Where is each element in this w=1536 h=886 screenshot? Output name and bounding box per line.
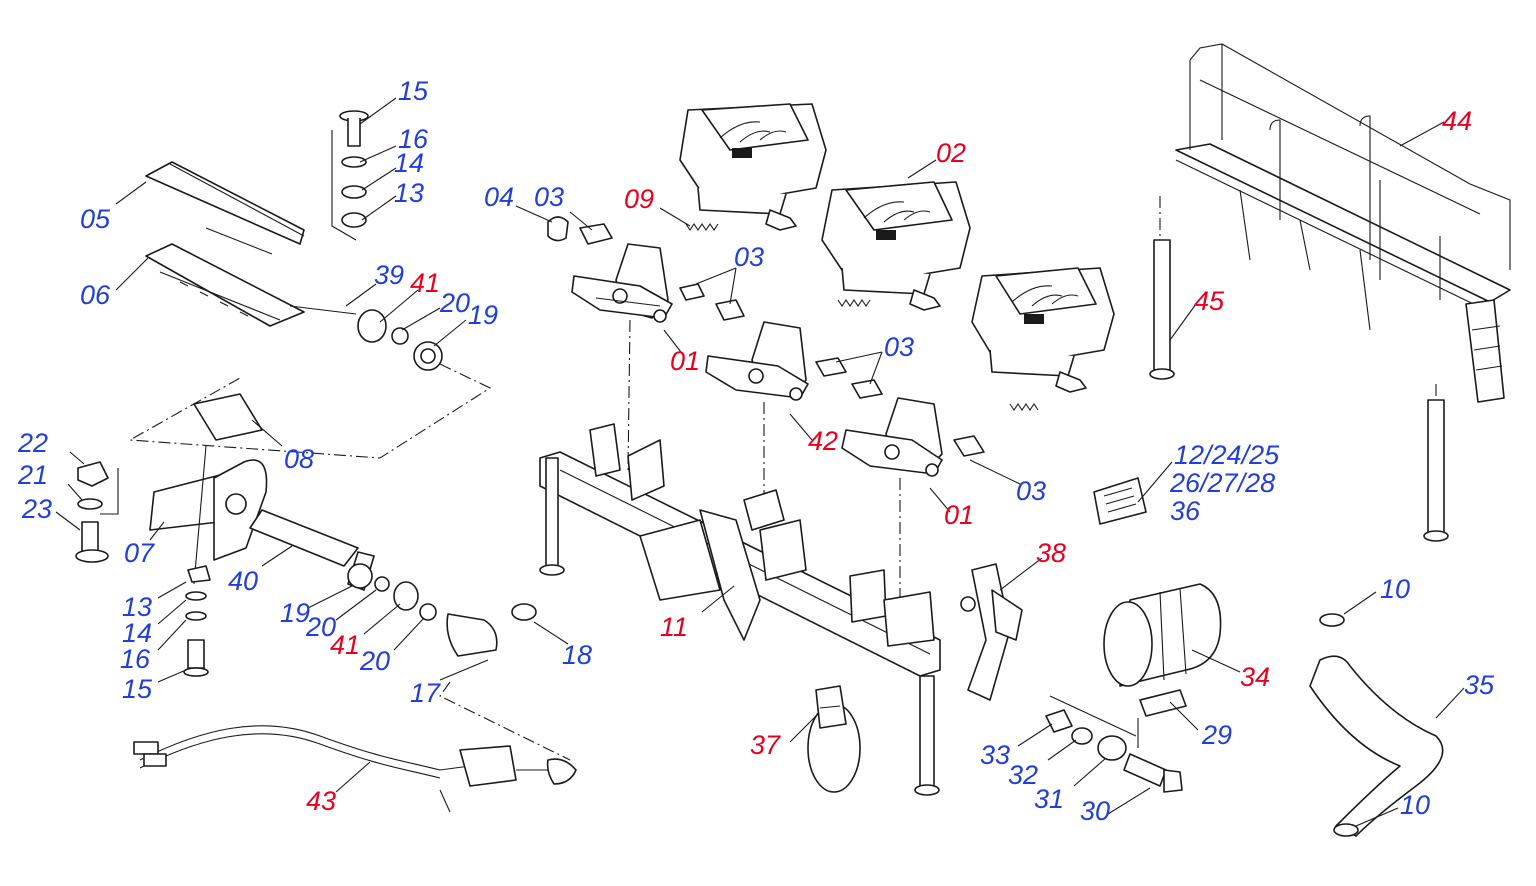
label-19: 19 [468, 300, 498, 330]
label-41: 41 [330, 630, 360, 660]
part-labels: 15 16 14 13 05 06 39 41 20 19 04 03 09 0… [17, 76, 1495, 826]
disc-37 [807, 685, 861, 793]
label-16: 16 [398, 124, 429, 154]
label-21: 21 [17, 460, 48, 490]
label-41: 41 [410, 268, 440, 298]
label-12-24-25: 12/24/25 [1174, 440, 1280, 470]
bracket-01-left [571, 243, 673, 323]
label-03: 03 [734, 242, 764, 272]
label-05: 05 [80, 204, 111, 234]
hopper-middle [821, 181, 971, 311]
label-13: 13 [394, 178, 424, 208]
leg-45 [1149, 239, 1449, 542]
label-15: 15 [398, 76, 429, 106]
bracket-01-right [841, 397, 943, 477]
label-03: 03 [1016, 476, 1046, 506]
label-17: 17 [410, 678, 441, 708]
hardware-stack-mid [183, 565, 211, 677]
label-37: 37 [750, 730, 781, 760]
hose-43 [133, 725, 577, 813]
label-18: 18 [562, 640, 592, 670]
tank-34 [1103, 583, 1222, 717]
hardware-stack-top [331, 110, 369, 241]
label-34: 34 [1240, 662, 1270, 692]
label-29: 29 [1201, 720, 1232, 750]
main-frame-11 [539, 423, 941, 796]
spring-09 [685, 223, 1039, 411]
label-30: 30 [1080, 796, 1110, 826]
decal-sheet [1093, 477, 1147, 525]
clips-03 [547, 216, 985, 457]
label-19: 19 [280, 598, 310, 628]
label-31: 31 [1034, 784, 1064, 814]
label-11: 11 [660, 612, 688, 642]
label-01: 01 [670, 346, 700, 376]
label-23: 23 [21, 494, 52, 524]
label-14: 14 [394, 148, 424, 178]
shield-06 [145, 243, 305, 327]
label-20: 20 [359, 646, 390, 676]
label-40: 40 [228, 566, 258, 596]
label-03: 03 [534, 182, 564, 212]
label-04: 04 [484, 182, 514, 212]
label-45: 45 [1194, 286, 1225, 316]
label-38: 38 [1036, 538, 1066, 568]
label-08: 08 [284, 444, 314, 474]
label-03: 03 [884, 332, 914, 362]
arm-38 [960, 563, 1023, 701]
label-01: 01 [944, 500, 974, 530]
label-44: 44 [1442, 106, 1472, 136]
hopper-bottom [971, 267, 1115, 393]
label-33: 33 [980, 740, 1010, 770]
label-20: 20 [305, 612, 336, 642]
label-36: 36 [1170, 496, 1201, 526]
label-10: 10 [1380, 574, 1410, 604]
rod-39 [289, 305, 357, 315]
hopper-top [679, 103, 827, 231]
hardware-29-33 [1045, 695, 1183, 793]
label-07: 07 [124, 538, 155, 568]
shield-05 [145, 161, 305, 255]
label-42: 42 [808, 426, 838, 456]
bracket-42-middle [705, 321, 809, 401]
label-32: 32 [1008, 760, 1038, 790]
platform-44 [1175, 43, 1511, 403]
label-02: 02 [936, 138, 966, 168]
label-15: 15 [122, 674, 153, 704]
pipe-35 [1309, 613, 1444, 837]
bushing-row-bottom [347, 563, 571, 761]
label-22: 22 [17, 428, 48, 458]
label-20: 20 [439, 288, 470, 318]
label-13: 13 [122, 592, 152, 622]
label-43: 43 [306, 786, 336, 816]
label-39: 39 [374, 260, 404, 290]
label-16: 16 [120, 644, 151, 674]
arm-assembly [100, 393, 375, 591]
label-26-27-28: 26/27/28 [1169, 468, 1275, 498]
label-35: 35 [1464, 670, 1495, 700]
hardware-stack-left [75, 461, 109, 563]
label-06: 06 [80, 280, 111, 310]
label-10: 10 [1400, 790, 1430, 820]
label-09: 09 [624, 184, 654, 214]
leader-lines [55, 97, 1465, 827]
bushing-41-20-19-top [128, 309, 492, 459]
label-14: 14 [122, 618, 152, 648]
